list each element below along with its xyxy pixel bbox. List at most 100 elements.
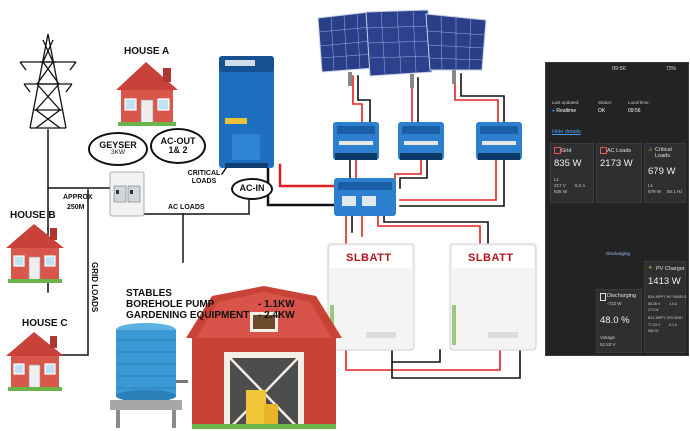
local-time-value: 09:56 bbox=[628, 108, 641, 114]
vrm-phone-screen: 09:56 73% Last updated: ● Realtime Statu… bbox=[545, 62, 689, 356]
critical-loads-watts: 679 W bbox=[648, 189, 662, 194]
status-value: OK bbox=[598, 108, 606, 114]
ac-loads-icon bbox=[600, 147, 607, 154]
ac-loads-tile[interactable]: AC Loads 2173 W bbox=[596, 143, 642, 203]
stables-label: STABLES bbox=[126, 288, 172, 299]
ac-loads-title: AC Loads bbox=[607, 148, 632, 154]
batt-cable-2-red bbox=[377, 215, 481, 245]
gardening-equipment-label: GARDENING EQUIPMENT bbox=[126, 310, 250, 321]
pv-string-1 bbox=[352, 75, 363, 123]
mppt2-out bbox=[394, 159, 422, 185]
distance-label: 250M bbox=[67, 204, 85, 211]
distribution-board bbox=[109, 171, 145, 217]
grid-phase: L1 bbox=[554, 177, 560, 182]
pv-line-2a: 68.36 V bbox=[648, 302, 661, 306]
sun-icon: ☀ bbox=[648, 265, 653, 271]
grid-value: 835 W bbox=[554, 158, 582, 169]
grid-icon bbox=[554, 147, 561, 154]
phone-battery-percent: 73% bbox=[666, 66, 677, 72]
grid-tile[interactable]: Grid 835 W L1 217 V 6.2 A 835 W bbox=[550, 143, 594, 203]
geyser-label: GEYSER bbox=[99, 139, 137, 150]
water-tank-image bbox=[110, 323, 188, 428]
ac-loads-value: 2173 W bbox=[600, 158, 633, 169]
battery-tile[interactable]: Discharging -723 W 48.0 % Voltage 52.83 … bbox=[596, 289, 642, 353]
mppt2-out-b bbox=[399, 159, 428, 189]
mppt-controller-1 bbox=[333, 122, 379, 160]
ac-in-bubble: AC-IN bbox=[231, 178, 273, 200]
pv-string-3 bbox=[454, 73, 499, 123]
battery-title: Discharging bbox=[607, 293, 637, 299]
critical-loads-label: CRITICAL LOADS bbox=[187, 170, 221, 186]
battery-watts: -723 W bbox=[607, 301, 622, 306]
hide-details-link[interactable]: Hide details bbox=[552, 129, 581, 135]
approx-label: APPROX bbox=[63, 194, 93, 201]
status-label: Status: bbox=[598, 100, 613, 105]
critical-loads-title: Critical Loads bbox=[655, 147, 672, 160]
grid-title: Grid bbox=[561, 148, 572, 154]
house-b-label: HOUSE B bbox=[10, 210, 56, 221]
solar-panel-3 bbox=[425, 13, 487, 84]
inverter-state: Discharging bbox=[606, 251, 630, 256]
geyser-power-label: 3KW bbox=[110, 149, 126, 157]
pv-line-6: 580 W bbox=[648, 329, 659, 333]
ac-loads-label: AC LOADS bbox=[168, 204, 205, 211]
grid-loads-label: GRID LOADS bbox=[90, 262, 99, 313]
house-c-label: HOUSE C bbox=[22, 318, 68, 329]
pv-line-3: 274 W bbox=[648, 308, 659, 312]
house-c-image bbox=[6, 332, 64, 391]
dc-bus-red bbox=[278, 163, 337, 188]
ac-out-label: AC-OUT 1& 2 bbox=[160, 135, 196, 155]
pv-line-5b: 8.1 A bbox=[669, 323, 678, 327]
battery-2-image bbox=[449, 243, 537, 351]
house-b-image bbox=[6, 224, 64, 283]
house-a-label: HOUSE A bbox=[124, 46, 170, 57]
grid-loads-line bbox=[61, 189, 89, 356]
batt-cable-3-black bbox=[391, 349, 441, 363]
grid-amps: 6.2 A bbox=[575, 183, 586, 188]
battery-soc: 48.0 % bbox=[600, 315, 630, 326]
last-updated-label: Last updated: bbox=[552, 100, 580, 105]
house-a-image bbox=[116, 62, 178, 126]
db-to-acin-line bbox=[139, 195, 250, 215]
pv-line-2b: 4.0 A bbox=[669, 302, 678, 306]
mppt-controller-3 bbox=[476, 122, 522, 160]
pv-charger-value: 1413 W bbox=[648, 276, 681, 287]
grid-watts: 835 W bbox=[554, 189, 568, 194]
critical-loads-tile[interactable]: ⚠ Critical Loads 679 W L1 679 W 50.1 Hz bbox=[644, 143, 686, 203]
last-updated-value: ● Realtime bbox=[552, 108, 576, 114]
geyser-bubble: GEYSER 3KW bbox=[88, 132, 148, 166]
solar-array bbox=[317, 9, 487, 88]
pv-string-3b bbox=[460, 73, 505, 123]
solar-panel-1 bbox=[317, 11, 375, 86]
battery-1-brand: SLBATT bbox=[346, 252, 392, 264]
pv-line-1: B24-MPPT-HV PANELS bbox=[648, 295, 687, 299]
barn-image bbox=[186, 286, 342, 429]
ac-out-bubble: AC-OUT 1& 2 bbox=[150, 128, 206, 164]
pv-line-4: B24-MPPT-GROUND bbox=[648, 316, 683, 320]
pv-charger-tile[interactable]: ☀ PV Charger 1413 W B24-MPPT-HV PANELS 6… bbox=[644, 261, 686, 353]
battery-1-image bbox=[327, 243, 415, 351]
battery-voltage: 52.83 V bbox=[600, 342, 616, 347]
ac-in-label: AC-IN bbox=[239, 183, 265, 194]
critical-loads-phase: L1 bbox=[648, 183, 654, 188]
battery-voltage-label: Voltage bbox=[600, 335, 616, 340]
dc-bus-black bbox=[266, 166, 337, 207]
lynx-busbar bbox=[334, 178, 396, 216]
local-time-label: Local time: bbox=[628, 100, 650, 105]
warning-icon: ⚠ bbox=[648, 147, 653, 153]
mppt3-out bbox=[399, 159, 497, 201]
borehole-pump-label: BOREHOLE PUMP bbox=[126, 299, 215, 310]
phone-clock: 09:56 bbox=[612, 66, 626, 72]
gardening-power-label: - 2.4KW bbox=[258, 310, 295, 321]
pv-line-5a: 71.33 V bbox=[648, 323, 661, 327]
pv-charger-title: PV Charger bbox=[656, 266, 685, 272]
mppt-controller-2 bbox=[398, 122, 444, 160]
mppt3-out-b bbox=[399, 159, 505, 207]
grid-volts: 217 V bbox=[554, 183, 566, 188]
borehole-power-label: - 1.1KW bbox=[258, 299, 295, 310]
pylon bbox=[19, 33, 77, 129]
battery-icon bbox=[600, 293, 606, 301]
critical-loads-hz: 50.1 Hz bbox=[667, 189, 683, 194]
